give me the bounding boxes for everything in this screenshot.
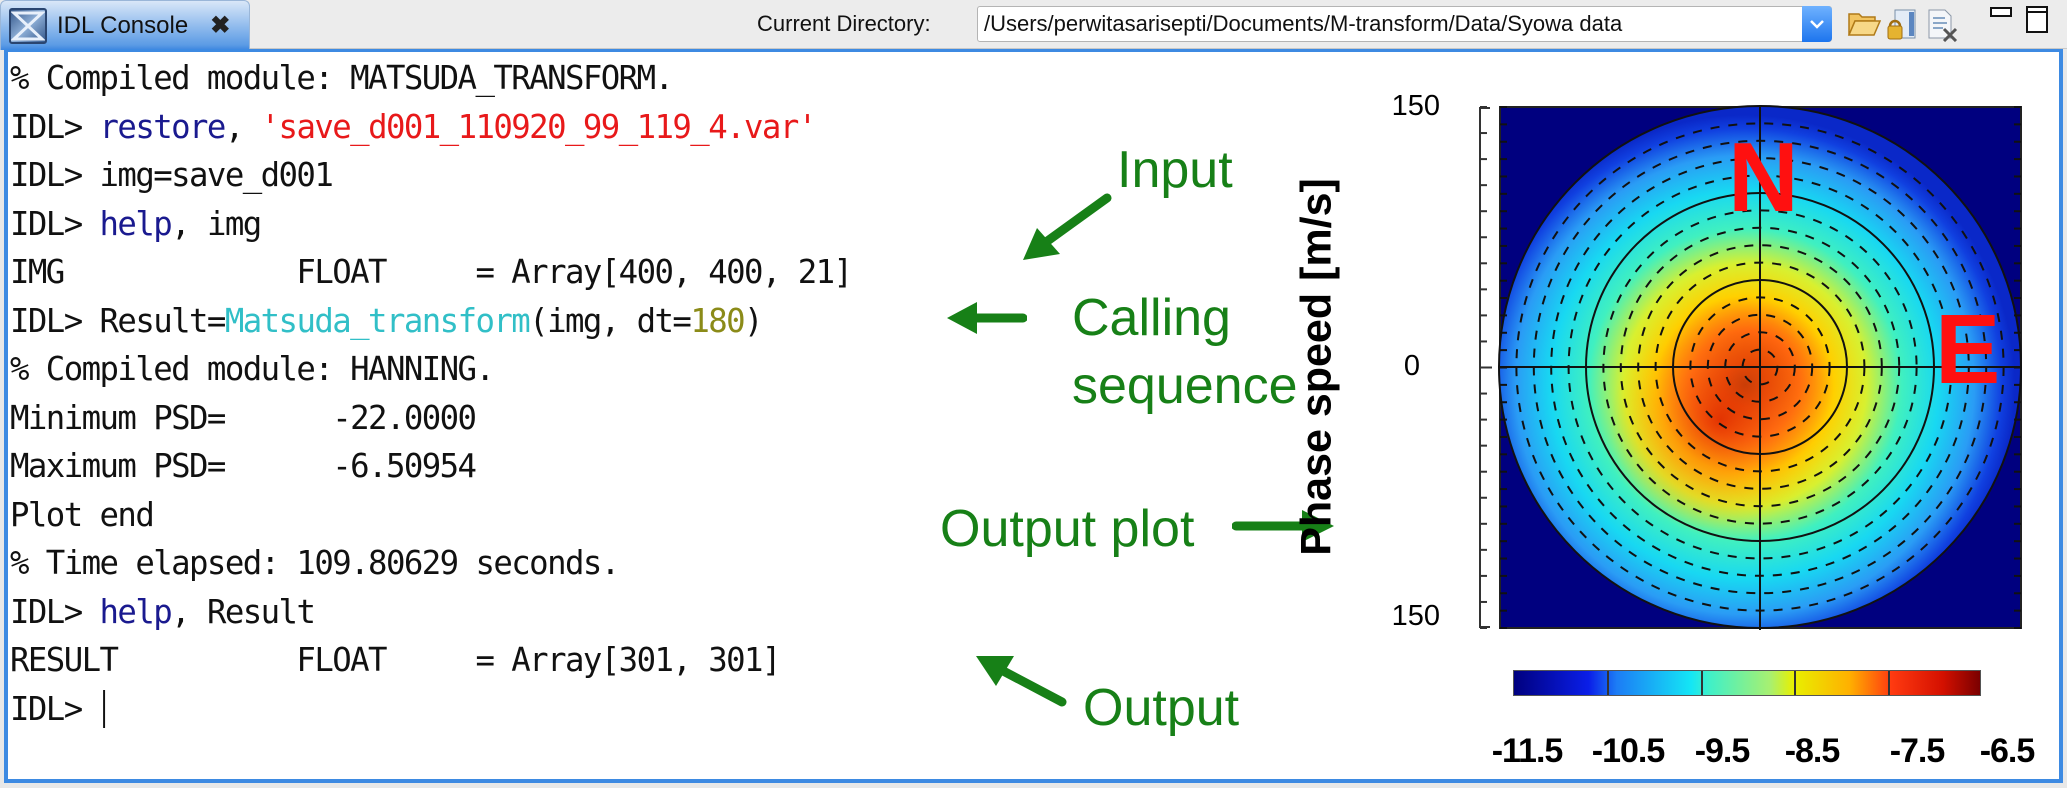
colorbar-tick: -6.5 (1979, 732, 2036, 770)
console-text-segment: , (224, 106, 261, 146)
console-text-segment: Matsuda_transform (224, 300, 531, 340)
annotation-calling: Calling (1072, 289, 1231, 347)
colorbar-divider (1794, 671, 1796, 695)
console-text-segment: , img (171, 203, 262, 243)
console-text-segment: RESULT FLOAT = Array[301, 301] (10, 640, 781, 679)
text-cursor (103, 689, 106, 728)
console-text-segment: IDL> (10, 203, 100, 243)
console-text-segment: IMG FLOAT = Array[400, 400, 21] (10, 252, 853, 291)
open-folder-icon[interactable] (1847, 8, 1882, 40)
console-text-segment: % Compiled module: MATSUDA_TRANSFORM. (10, 58, 674, 97)
console-line: IDL> help, img (10, 200, 851, 249)
colorbar-divider (1888, 671, 1890, 695)
clear-console-icon[interactable] (1925, 8, 1958, 43)
console-text-segment: 'save_d001_110920_99_119_4.var' (260, 106, 818, 146)
y-tick-top: 150 (1391, 90, 1440, 122)
close-tab-icon[interactable]: ✖ (210, 12, 231, 39)
console-line: RESULT FLOAT = Array[301, 301] (10, 636, 851, 685)
console-text-segment: IDL> img=save_d001 (10, 155, 334, 194)
annotation-output: Output (1083, 679, 1240, 737)
console-line: % Compiled module: HANNING. (10, 345, 851, 394)
console-text-segment: restore (99, 106, 227, 146)
colorbar-tick: -10.5 (1591, 732, 1665, 770)
console-line: IDL> Result=Matsuda_transform(img, dt=18… (10, 297, 851, 346)
console-line: IDL> help, Result (10, 588, 851, 637)
tab-idl-console[interactable]: IDL Console ✖ (0, 0, 250, 50)
arrow-calling-icon (947, 302, 1027, 334)
console-line: % Time elapsed: 109.80629 seconds. (10, 539, 851, 588)
colorbar-divider (1701, 671, 1703, 695)
console-text-segment: Maximum PSD= -6.50954 (10, 446, 477, 485)
idl-logo-icon (9, 7, 47, 44)
y-axis-label: Phase speed [m/s] (1292, 178, 1341, 556)
console-text-segment: help (99, 591, 173, 631)
console-text-segment: ) (744, 300, 764, 340)
console-text-segment: IDL> Result= (10, 300, 226, 340)
lock-console-icon[interactable] (1885, 8, 1917, 40)
colorbar-divider (1607, 671, 1609, 695)
colorbar-tick: -11.5 (1491, 732, 1564, 770)
console-line: Plot end (10, 491, 851, 540)
console-line: IMG FLOAT = Array[400, 400, 21] (10, 248, 853, 297)
console-text-segment: Plot end (10, 494, 155, 534)
y-tick-center: 0 (1403, 350, 1420, 382)
east-label: E (1935, 294, 2001, 404)
phase-velocity-polar-plot (1479, 105, 2022, 630)
console-line: IDL> img=save_d001 (10, 151, 851, 200)
maximize-icon[interactable] (2026, 6, 2058, 38)
console-text-segment: , Result (171, 591, 316, 631)
arrow-output-icon (976, 656, 1067, 707)
colorbar (1513, 670, 1981, 696)
console-text-segment: IDL> (10, 688, 100, 728)
arrow-output-plot-icon (1232, 510, 1334, 542)
console-text-segment: % Compiled module: HANNING. (10, 349, 495, 388)
annotation-sequence: sequence (1072, 357, 1298, 415)
chevron-down-icon[interactable] (1802, 6, 1832, 42)
console-line: % Compiled module: MATSUDA_TRANSFORM. (10, 54, 851, 103)
console-text-segment: IDL> (10, 106, 100, 146)
colorbar-tick: -9.5 (1694, 732, 1751, 770)
console-line: Minimum PSD= -22.0000 (10, 394, 851, 443)
colorbar-tick: -7.5 (1889, 732, 1946, 770)
annotation-input: Input (1117, 141, 1233, 199)
annotation-output-plot: Output plot (940, 500, 1195, 558)
console-text-segment: help (99, 203, 173, 243)
current-directory-label: Current Directory: (757, 11, 931, 36)
console-text-segment: Minimum PSD= -22.0000 (10, 397, 477, 437)
tab-title: IDL Console (57, 11, 189, 39)
console-text-segment: (img, dt= (529, 300, 692, 340)
console-line: Maximum PSD= -6.50954 (10, 442, 851, 491)
north-label: N (1728, 122, 1799, 232)
console-text-segment: 180 (690, 300, 745, 340)
current-directory-combobox[interactable] (977, 6, 1832, 42)
console-text-segment: IDL> (10, 591, 100, 631)
console-lines: % Compiled module: MATSUDA_TRANSFORM. IDL… (10, 54, 853, 734)
console-text-segment: % Time elapsed: 109.80629 seconds. (10, 543, 620, 582)
console-toolbar: IDL Console ✖ Current Directory: (0, 0, 2067, 50)
console-line: IDL> restore, 'save_d001_110920_99_119_4… (10, 103, 851, 152)
current-directory-input[interactable] (984, 7, 1774, 41)
colorbar-tick: -8.5 (1784, 732, 1841, 770)
y-tick-bottom: 150 (1391, 600, 1440, 632)
arrow-input-icon (1023, 193, 1112, 260)
minimize-icon[interactable] (1990, 6, 2022, 38)
console-line: IDL> (10, 685, 851, 734)
